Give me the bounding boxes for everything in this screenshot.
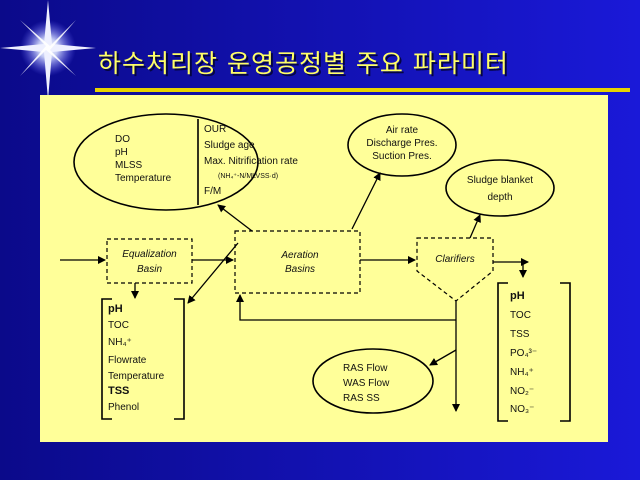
clarifiers-label: Clarifiers	[435, 254, 475, 265]
ras-param-0: RAS Flow	[343, 363, 388, 374]
influent-params-box	[101, 298, 185, 420]
arrow-to-ras-ellipse	[429, 349, 457, 366]
effluent-param-4: NH₄⁺	[510, 367, 534, 378]
effluent-params-box	[497, 282, 571, 422]
effluent-param-1: TOC	[510, 310, 531, 321]
ras-param-1: WAS Flow	[343, 378, 390, 389]
ras-params-ellipse	[312, 348, 434, 414]
ras-param-2: RAS SS	[343, 393, 380, 404]
effluent-param-3: PO₄³⁻	[510, 348, 538, 359]
air-rate-ellipse	[347, 113, 457, 177]
influent-param-0: pH	[108, 303, 123, 315]
aeration-label-0: Aeration	[281, 250, 319, 261]
starburst-decoration	[0, 0, 96, 100]
op-param-right-2: Max. Nitrification rate	[204, 156, 298, 167]
arrow-to-op-ellipse	[217, 204, 253, 232]
op-param-right-1: Sludge age	[204, 140, 255, 151]
title-underline	[95, 88, 630, 92]
influent-param-5: TSS	[108, 385, 130, 397]
op-param-left-2: MLSS	[115, 160, 143, 171]
influent-param-1: TOC	[108, 320, 129, 331]
op-param-left-3: Temperature	[115, 173, 172, 184]
op-param-left-0: DO	[115, 134, 130, 145]
influent-param-2: NH₄⁺	[108, 337, 132, 348]
sludge-blanket-label-0: Sludge blanket	[466, 175, 534, 186]
equalization-basin	[106, 238, 193, 284]
arrow-aeration-to-influent	[187, 242, 239, 304]
sludge-blanket-ellipse	[445, 159, 555, 217]
process-diagram	[60, 113, 571, 422]
influent-param-4: Temperature	[108, 371, 165, 382]
op-param-right-0: OUR	[204, 124, 227, 135]
effluent-param-5: NO₂⁻	[510, 386, 535, 397]
operation-params-ellipse	[73, 113, 259, 211]
sludge-blanket-label-1: depth	[487, 192, 513, 203]
op-param-left-1: pH	[115, 147, 128, 158]
influent-param-6: Phenol	[108, 402, 140, 413]
equalization-label-1: Basin	[136, 264, 162, 275]
air-rate-label-1: Discharge Pres.	[366, 138, 438, 149]
effluent-param-6: NO₃⁻	[510, 404, 535, 415]
op-param-right-3: (NH₄⁺-N/MLVSS·d)	[218, 173, 279, 180]
aeration-label-1: Basins	[284, 264, 315, 275]
arrow-to-air-ellipse	[351, 172, 381, 230]
effluent-param-0: pH	[510, 290, 525, 302]
aeration-basins	[234, 230, 361, 294]
return-sludge-arrow	[236, 294, 456, 321]
clarifiers-shape	[416, 237, 494, 302]
air-rate-label-0: Air rate	[385, 125, 419, 136]
arrow-to-sludge-ellipse	[469, 214, 481, 239]
equalization-label-0: Equalization	[122, 249, 177, 260]
op-param-right-4: F/M	[204, 186, 222, 197]
slide-title: 하수처리장 운영공정별 주요 파라미터	[98, 49, 509, 78]
diagram-panel: DO pH MLSS Temperature OUR Sludge age Ma…	[40, 95, 608, 442]
influent-param-3: Flowrate	[108, 355, 147, 366]
air-rate-label-2: Suction Pres.	[372, 151, 432, 162]
effluent-param-2: TSS	[510, 329, 530, 340]
